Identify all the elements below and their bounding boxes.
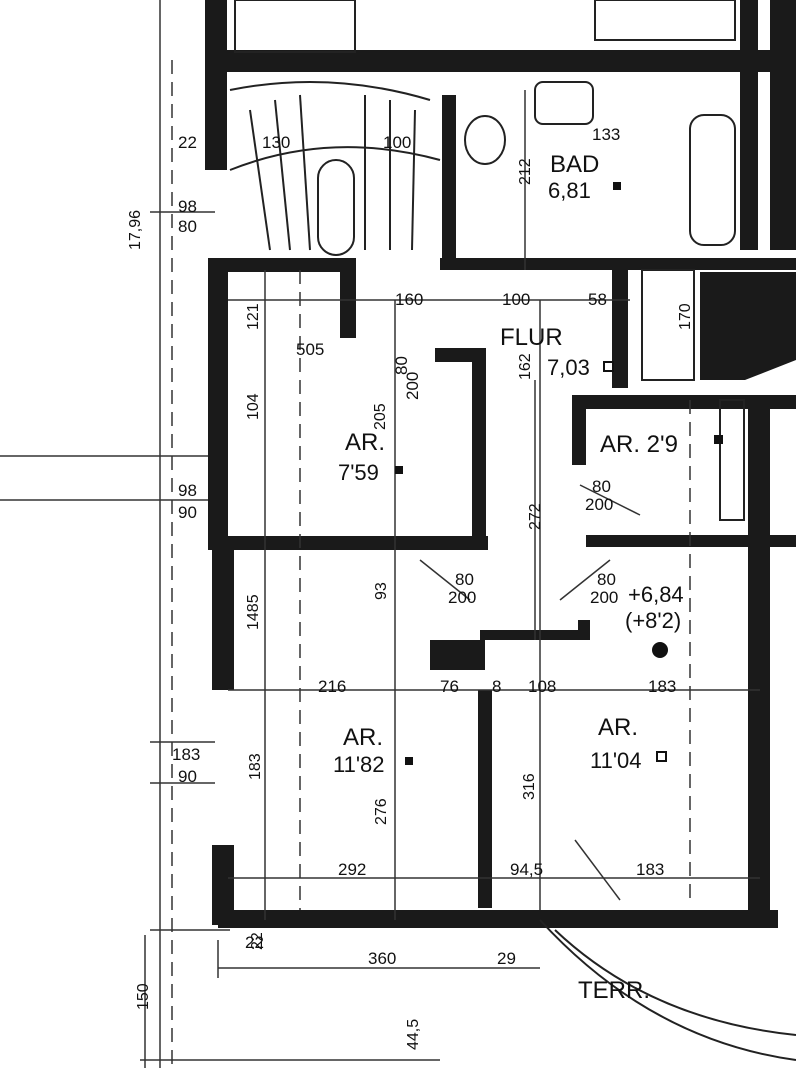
dim-100b: 100 xyxy=(383,133,411,152)
room-ar-mid: AR. 11'82 xyxy=(333,724,413,777)
column-marker xyxy=(652,642,668,658)
room-ar-small-name: AR. 2'9 xyxy=(600,431,678,458)
dim-316: 316 xyxy=(521,773,538,800)
door-annotations: 80 200 80 200 80 200 80 200 xyxy=(392,356,618,607)
dim-276: 276 xyxy=(373,798,390,825)
dim-98b: 98 xyxy=(178,481,197,500)
main-walls xyxy=(208,258,796,928)
area-marker xyxy=(405,757,413,765)
dim-44-5: 44,5 xyxy=(405,1019,422,1050)
dim-160: 160 xyxy=(395,290,423,309)
dim-22: 22 xyxy=(178,133,197,152)
dim-104: 104 xyxy=(245,393,262,420)
dim-292: 292 xyxy=(338,860,366,879)
room-ar-mid-name: AR. xyxy=(343,724,383,751)
dim-90a: 90 xyxy=(178,503,197,522)
dim-183: 183 xyxy=(648,677,676,696)
door-4-bottom: 200 xyxy=(403,372,422,400)
dim-150: 150 xyxy=(135,983,152,1010)
dim-360: 360 xyxy=(368,949,396,968)
dim-130: 130 xyxy=(262,133,290,152)
dim-17-96: 17,96 xyxy=(127,210,144,250)
room-ar-mid-area: 11'82 xyxy=(333,752,385,777)
upper-structure xyxy=(205,0,796,260)
area-marker xyxy=(613,182,621,190)
room-ar-left: AR. 7'59 xyxy=(338,429,403,485)
dim-100: 100 xyxy=(502,290,530,309)
dim-216: 216 xyxy=(318,677,346,696)
dim-29: 29 xyxy=(497,949,516,968)
room-bad-name: BAD xyxy=(550,151,599,178)
dim-183-inner: 183 xyxy=(247,753,264,780)
dim-505: 505 xyxy=(296,340,324,359)
dim-58: 58 xyxy=(588,290,607,309)
door-2-top: 80 xyxy=(455,570,474,589)
dim-80: 80 xyxy=(178,217,197,236)
dim-93: 93 xyxy=(373,582,390,600)
room-ar-small: AR. 2'9 xyxy=(600,431,723,458)
room-terrace-name: TERR. xyxy=(578,977,650,1004)
extra-area-a: +6,84 xyxy=(628,582,684,607)
door-1-bottom: 200 xyxy=(585,495,613,514)
dim-22b: 22 xyxy=(245,933,264,952)
dim-22-bottom: 22 xyxy=(249,932,266,950)
staircase xyxy=(229,81,441,251)
dim-162: 162 xyxy=(517,353,534,380)
area-marker xyxy=(603,361,614,372)
dim-8: 8 xyxy=(492,677,501,696)
dim-76: 76 xyxy=(440,677,459,696)
door-2-bottom: 200 xyxy=(448,588,476,607)
door-1-top: 80 xyxy=(592,477,611,496)
room-ar-right-name: AR. xyxy=(598,714,638,741)
left-dimension-lines xyxy=(0,0,540,1068)
room-bad: BAD 6,81 xyxy=(548,151,621,203)
room-flur-area: 7,03 xyxy=(547,355,590,380)
dim-183-left: 183 xyxy=(172,745,200,764)
area-marker xyxy=(395,466,403,474)
room-bad-area: 6,81 xyxy=(548,178,591,203)
dim-1485: 1485 xyxy=(245,594,262,630)
area-marker xyxy=(714,435,723,444)
interior-dimension-lines xyxy=(228,90,796,1061)
dim-272: 272 xyxy=(527,503,544,530)
dim-133: 133 xyxy=(592,125,620,144)
door-4-top: 80 xyxy=(392,356,411,375)
dim-170: 170 xyxy=(677,303,694,330)
room-ar-right-area: 11'04 xyxy=(590,748,642,773)
dim-90b: 90 xyxy=(178,767,197,786)
room-ar-left-area: 7'59 xyxy=(338,460,379,485)
dim-205: 205 xyxy=(372,403,389,430)
door-3-top: 80 xyxy=(597,570,616,589)
extra-areas: +6,84 (+8'2) xyxy=(625,582,684,658)
room-terrace: TERR. xyxy=(578,977,650,1004)
room-ar-right: AR. 11'04 xyxy=(590,714,667,773)
extra-area-b: (+8'2) xyxy=(625,608,681,633)
door-3-bottom: 200 xyxy=(590,588,618,607)
dim-183b: 183 xyxy=(636,860,664,879)
dim-121: 121 xyxy=(245,303,262,330)
dim-212: 212 xyxy=(517,158,534,185)
room-ar-left-name: AR. xyxy=(345,429,385,456)
dim-98a: 98 xyxy=(178,197,197,216)
dim-94-5: 94,5 xyxy=(510,860,543,879)
dim-108: 108 xyxy=(528,677,556,696)
vertical-dimensions: 17,96 98 80 98 90 183 90 150 1485 104 12… xyxy=(127,158,694,1050)
room-flur-name: FLUR xyxy=(500,324,563,351)
horizontal-dimensions: 216 76 8 108 183 292 94,5 183 360 29 133… xyxy=(178,125,676,968)
area-marker xyxy=(656,751,667,762)
room-flur: FLUR 7,03 xyxy=(500,324,614,380)
